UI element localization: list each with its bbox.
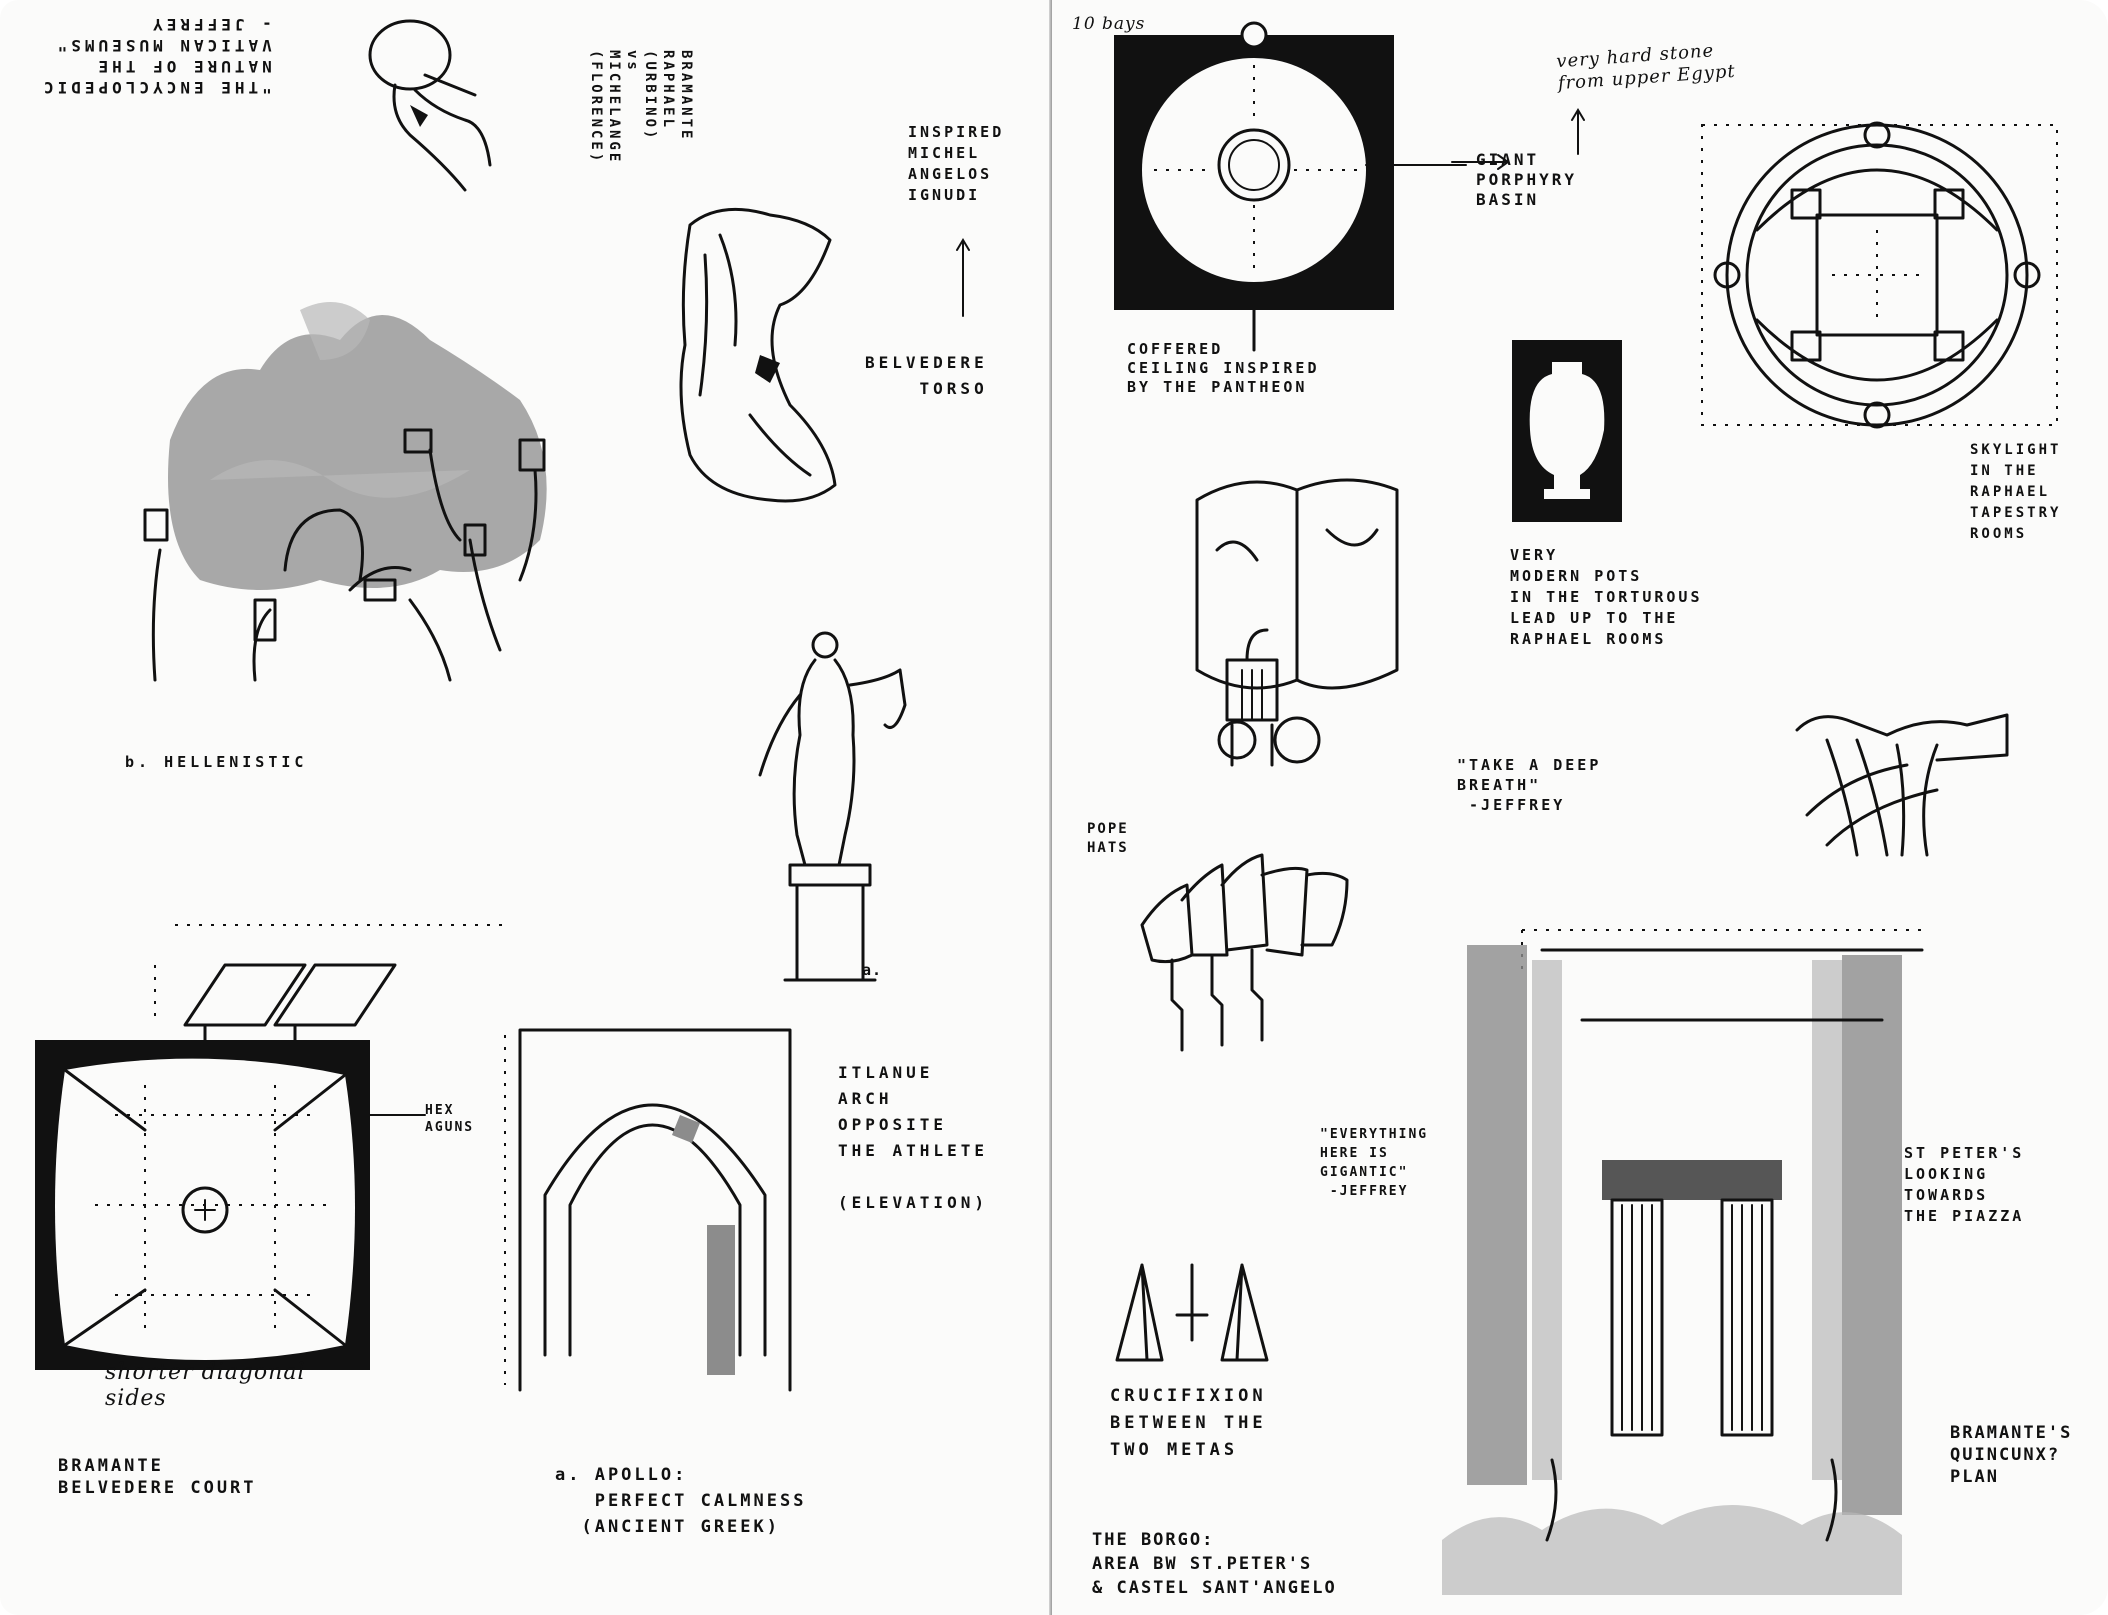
belvedere-court-plan-sketch (35, 924, 505, 1370)
hellenistic-label: b. HELLENISTIC (125, 753, 308, 771)
right-page: 10 bays GIANT PORPHYRY BASIN very hard s… (1052, 0, 2108, 1615)
arrow-up-icon (956, 238, 970, 317)
gigantic-quote: "EVERYTHING HERE IS GIGANTIC" -JEFFREY (1320, 1127, 1429, 1199)
stone-origin-label: very hard stone from upper Egypt (1555, 40, 1737, 95)
take-breath-quote: "TAKE A DEEP BREATH" -JEFFREY (1457, 756, 1602, 814)
porphyry-basin-label: GIANT PORPHYRY BASIN (1476, 150, 1578, 209)
st-peters-interior-sketch (1442, 929, 1924, 1595)
hex-aguns-label: HEX AGUNS (425, 1103, 475, 1135)
encyclopedic-quote: "THE ENCYCLOPEDIC NATURE OF THE VATICAN … (40, 15, 272, 97)
bramante-raphael-note: BRAMANTE RAPHAEL (URBINO) vs MICHELANGE … (588, 50, 694, 165)
crucifixion-metas-sketch (1115, 1263, 1269, 1362)
tapestry-wheelchair-sketch (1195, 478, 1399, 767)
quincunx-label: BRAMANTE'S QUINCUNX? PLAN (1950, 1423, 2073, 1487)
hand-holding-head-sketch (368, 19, 492, 192)
bramante-belvedere-label: BRAMANTE BELVEDERE COURT (58, 1456, 257, 1498)
curule-chair-sketch (1795, 713, 2009, 857)
pope-hats-label: POPE HATS (1087, 821, 1129, 856)
diagonal-sides-label: shorter diagonal sides (105, 1360, 306, 1411)
skylight-label: SKYLIGHT IN THE RAPHAEL TAPESTRY ROOMS (1970, 442, 2062, 542)
arch-elevation-sketch (504, 1028, 792, 1392)
modern-pots-label: VERY MODERN POTS IN THE TORTUROUS LEAD U… (1510, 546, 1703, 648)
ten-bays-label: 10 bays (1072, 14, 1146, 34)
coffered-ceiling-label: COFFERED CEILING INSPIRED BY THE PANTHEO… (1127, 340, 1320, 396)
belvedere-torso-sketch (679, 207, 837, 503)
skylight-plan-sketch (1701, 121, 2058, 429)
hellenistic-crowd-sketch (143, 302, 547, 682)
belvedere-torso-label: BELVEDERE TORSO (865, 353, 988, 398)
arrow-right-icon (1451, 154, 1510, 170)
borgo-label: THE BORGO: AREA BW ST.PETER'S & CASTEL S… (1092, 1530, 1337, 1598)
apollo-statue-sketch (758, 631, 907, 982)
rotunda-plan-sketch (1114, 21, 1467, 352)
inspired-note: INSPIRED MICHEL ANGELOS IGNUDI (908, 123, 1005, 204)
st-peters-label: ST PETER'S LOOKING TOWARDS THE PIAZZA (1904, 1144, 2025, 1225)
left-page: "THE ENCYCLOPEDIC NATURE OF THE VATICAN … (0, 0, 1052, 1615)
arrow-up-icon (1571, 108, 1585, 155)
pope-hats-sketch (1140, 853, 1349, 1052)
modern-vase-sketch (1512, 340, 1622, 522)
crucifixion-label: CRUCIFIXION BETWEEN THE TWO METAS (1110, 1386, 1267, 1460)
arch-label: ITLANUE ARCH OPPOSITE THE ATHLETE (ELEVA… (838, 1063, 988, 1212)
apollo-marker: a. (862, 961, 883, 979)
apollo-note: a. APOLLO: PERFECT CALMNESS (ANCIENT GRE… (555, 1465, 807, 1537)
